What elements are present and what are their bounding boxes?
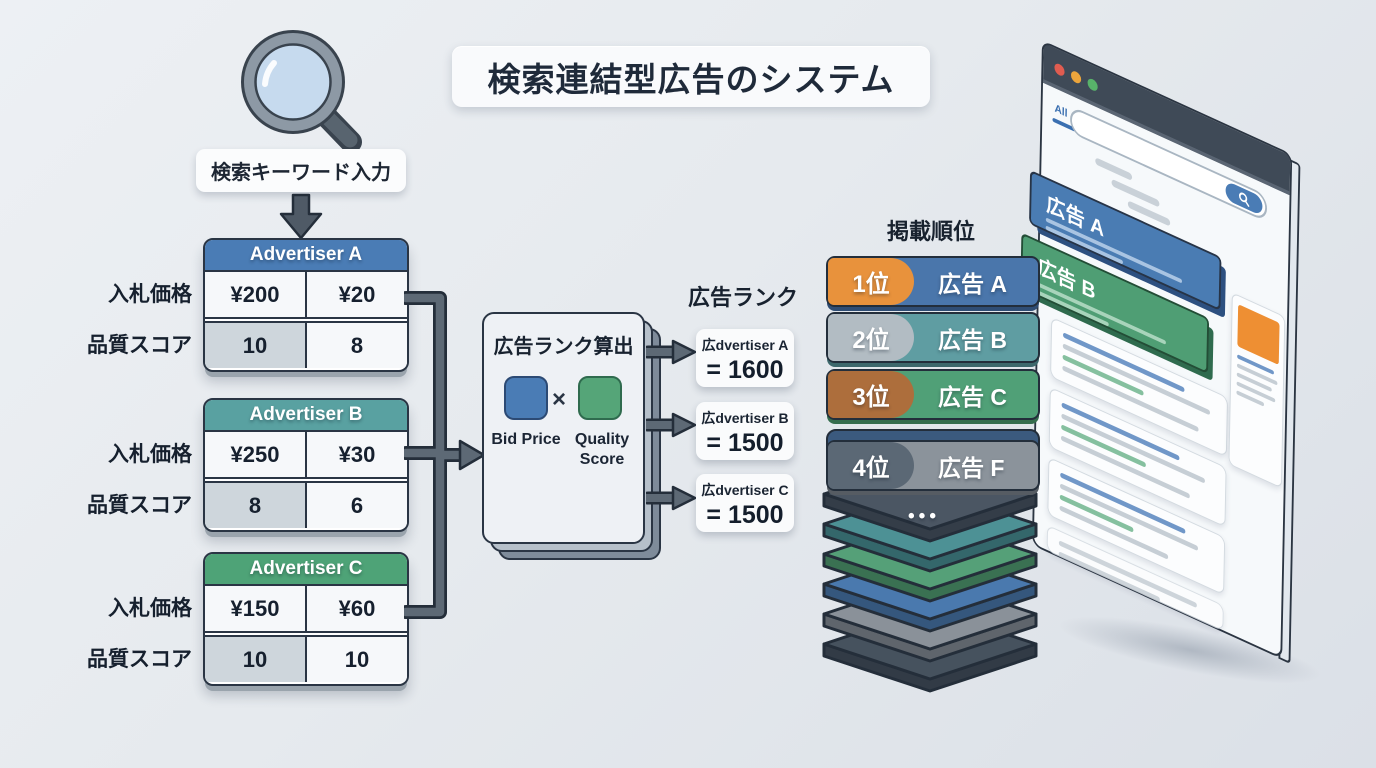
merge-connector-arrow <box>404 291 486 619</box>
quality-score-factor-label: Quality Score <box>574 431 630 468</box>
quality-cell: 10 <box>205 323 305 368</box>
bid-price-label: 入札価格 <box>108 597 192 620</box>
bid-price-label: 入札価格 <box>108 283 192 306</box>
rank-item-2: 2位 広告 B <box>826 312 1040 363</box>
quality-score-label: 品質スコア <box>87 334 192 357</box>
bid-cell: ¥30 <box>305 432 407 477</box>
bid-price-row: ¥150 ¥60 <box>205 586 407 631</box>
rank-ad-label: 広告 B <box>938 326 1007 353</box>
output-arrows <box>646 339 697 511</box>
multiply-operator: × <box>552 386 567 413</box>
row-divider <box>205 631 407 637</box>
browser-search-button <box>1225 180 1263 217</box>
search-icon <box>1238 192 1250 207</box>
traffic-light-yellow-icon <box>1070 69 1082 86</box>
advertiser-name: Advertiser C <box>249 558 363 579</box>
browser-window: All 広告 A 広告 B <box>1020 40 1293 660</box>
bid-cell: ¥60 <box>305 586 407 631</box>
advertiser-b-header: Advertiser B <box>205 400 407 432</box>
result-label: 広dvertiser B <box>701 410 789 426</box>
more-ads-stack <box>822 457 1038 693</box>
rank-badge: 1位 <box>828 258 914 305</box>
rank-badge: 3位 <box>828 371 914 418</box>
result-value: = 1500 <box>706 501 784 529</box>
row-divider <box>205 477 407 483</box>
more-ads-ellipsis: ••• <box>908 506 940 527</box>
rank-badge: 2位 <box>828 314 914 361</box>
bid-price-row: ¥250 ¥30 <box>205 432 407 477</box>
ranking-heading: 掲載順位 <box>886 219 975 244</box>
bid-price-factor-label: Bid Price <box>491 431 561 448</box>
bid-cell: ¥20 <box>305 272 407 317</box>
sidebar-ad-image <box>1237 304 1280 366</box>
result-value: = 1500 <box>706 429 784 457</box>
page-title: 検索連結型広告のシステム <box>452 46 930 107</box>
rank-badge: 4位 <box>828 442 914 489</box>
ad-rank-calc-box: 広告ランク算出 × Bid Price Quality Score <box>482 312 645 544</box>
browser-tab-all: All <box>1054 102 1068 121</box>
quality-score-label: 品質スコア <box>87 648 192 671</box>
quality-cell: 10 <box>205 637 305 682</box>
advertiser-name: Advertiser A <box>249 244 363 265</box>
quality-score-row: 10 10 <box>205 637 407 682</box>
quality-cell: 10 <box>305 637 407 682</box>
bid-cell: ¥250 <box>205 432 305 477</box>
ad-rank-result-a: 広dvertiser A = 1600 <box>696 329 794 387</box>
browser-mockup: All 広告 A 広告 B <box>1020 40 1301 665</box>
ad-rank-result-c: 広dvertiser C = 1500 <box>696 474 794 532</box>
bid-cell: ¥150 <box>205 586 305 631</box>
bid-cell: ¥200 <box>205 272 305 317</box>
advertiser-c-table: Advertiser C ¥150 ¥60 10 10 <box>203 552 409 686</box>
quality-score-label: 品質スコア <box>87 494 192 517</box>
quality-score-row: 8 6 <box>205 483 407 528</box>
quality-cell: 8 <box>305 323 407 368</box>
ad-rank-heading: 広告ランク <box>688 285 799 310</box>
quality-cell: 6 <box>305 483 407 528</box>
rank-ad-label: 広告 C <box>938 383 1007 410</box>
result-label: 広dvertiser C <box>701 482 789 498</box>
advertiser-a-table: Advertiser A ¥200 ¥20 10 8 <box>203 238 409 372</box>
bid-price-label: 入札価格 <box>108 443 192 466</box>
keyword-input-label: 検索キーワード入力 <box>196 149 406 192</box>
calc-box-title: 広告ランク算出 <box>493 336 634 358</box>
rank-ad-label: 広告 F <box>938 454 1005 481</box>
rank-item-4: 4位 広告 F <box>826 440 1040 491</box>
rank-item-3: 3位 広告 C <box>826 369 1040 420</box>
quality-cell: 8 <box>205 483 305 528</box>
browser-sidebar-ad <box>1228 292 1286 489</box>
result-value: = 1600 <box>706 356 784 384</box>
advertiser-a-header: Advertiser A <box>205 240 407 272</box>
text-placeholder-line <box>1036 290 1109 327</box>
browser-search-bar <box>1069 105 1268 223</box>
down-arrow-icon <box>279 193 323 240</box>
rank-item-1: 1位 広告 A <box>826 256 1040 307</box>
quality-score-row: 10 8 <box>205 323 407 368</box>
text-placeholder-line <box>1095 157 1133 181</box>
result-label: 広dvertiser A <box>701 337 789 353</box>
bid-price-row: ¥200 ¥20 <box>205 272 407 317</box>
advertiser-b-table: Advertiser B ¥250 ¥30 8 6 <box>203 398 409 532</box>
magnifier-icon <box>241 30 362 153</box>
advertiser-name: Advertiser B <box>249 404 363 425</box>
row-divider <box>205 317 407 323</box>
rank-ad-label: 広告 A <box>938 270 1007 297</box>
advertiser-c-header: Advertiser C <box>205 554 407 586</box>
traffic-light-red-icon <box>1054 61 1065 78</box>
quality-score-square-icon <box>578 376 622 420</box>
traffic-light-green-icon <box>1087 77 1098 93</box>
ad-rank-result-b: 広dvertiser B = 1500 <box>696 402 794 460</box>
bid-price-square-icon <box>504 376 548 420</box>
